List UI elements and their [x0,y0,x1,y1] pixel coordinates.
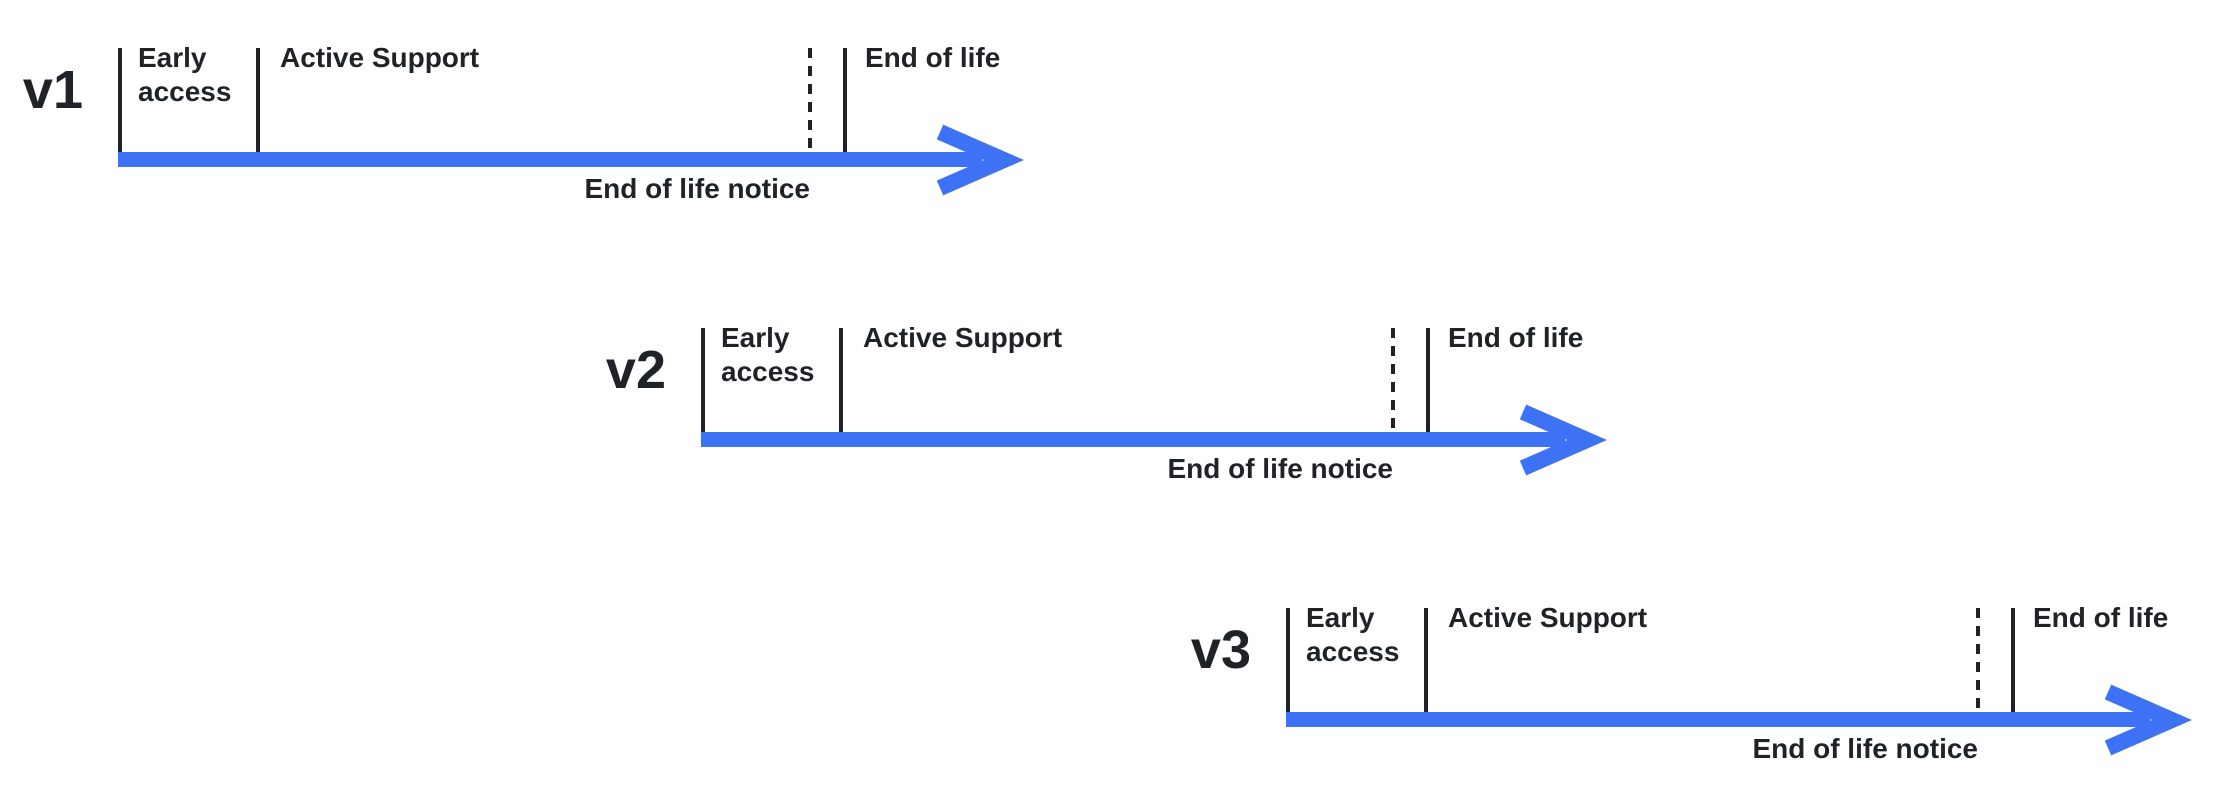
end-of-life-notice-label: End of life notice [584,173,810,204]
end-of-life-label: End of life [1448,322,1584,353]
end-of-life-notice-label: End of life notice [1752,733,1978,764]
active-support-label: Active Support [1448,602,1648,633]
end-of-life-label: End of life [865,42,1001,73]
timeline-row-v2: v2 Early access Active Support End of li… [606,322,1621,518]
active-support-label: Active Support [863,322,1063,353]
end-of-life-tick [2011,608,2015,712]
end-of-life-tick [843,48,847,152]
early-access-start-tick [118,48,122,152]
version-label: v1 [22,60,83,120]
version-label: v3 [1190,620,1251,680]
end-of-life-notice-dashed-tick [808,48,812,148]
active-support-label: Active Support [280,42,480,73]
early-access-label: Early access [1306,602,1400,667]
end-of-life-notice-dashed-tick [1976,608,1980,708]
early-access-label: Early access [721,322,815,387]
active-support-start-tick [839,328,843,432]
timeline-arrow-icon [701,404,1607,476]
end-of-life-label: End of life [2033,602,2169,633]
active-support-start-tick [256,48,260,152]
early-access-start-tick [701,328,705,432]
timeline-row-v3: v3 Early access Active Support End of li… [1191,602,2206,798]
timeline-arrow-icon [118,124,1024,196]
end-of-life-notice-dashed-tick [1391,328,1395,428]
early-access-label: Early access [138,42,232,107]
timeline-arrow-icon [1286,684,2192,756]
version-label: v2 [605,340,666,400]
early-access-start-tick [1286,608,1290,712]
active-support-start-tick [1424,608,1428,712]
timeline-row-v1: v1 Early access Active Support End of li… [23,42,1038,238]
end-of-life-tick [1426,328,1430,432]
end-of-life-notice-label: End of life notice [1167,453,1393,484]
